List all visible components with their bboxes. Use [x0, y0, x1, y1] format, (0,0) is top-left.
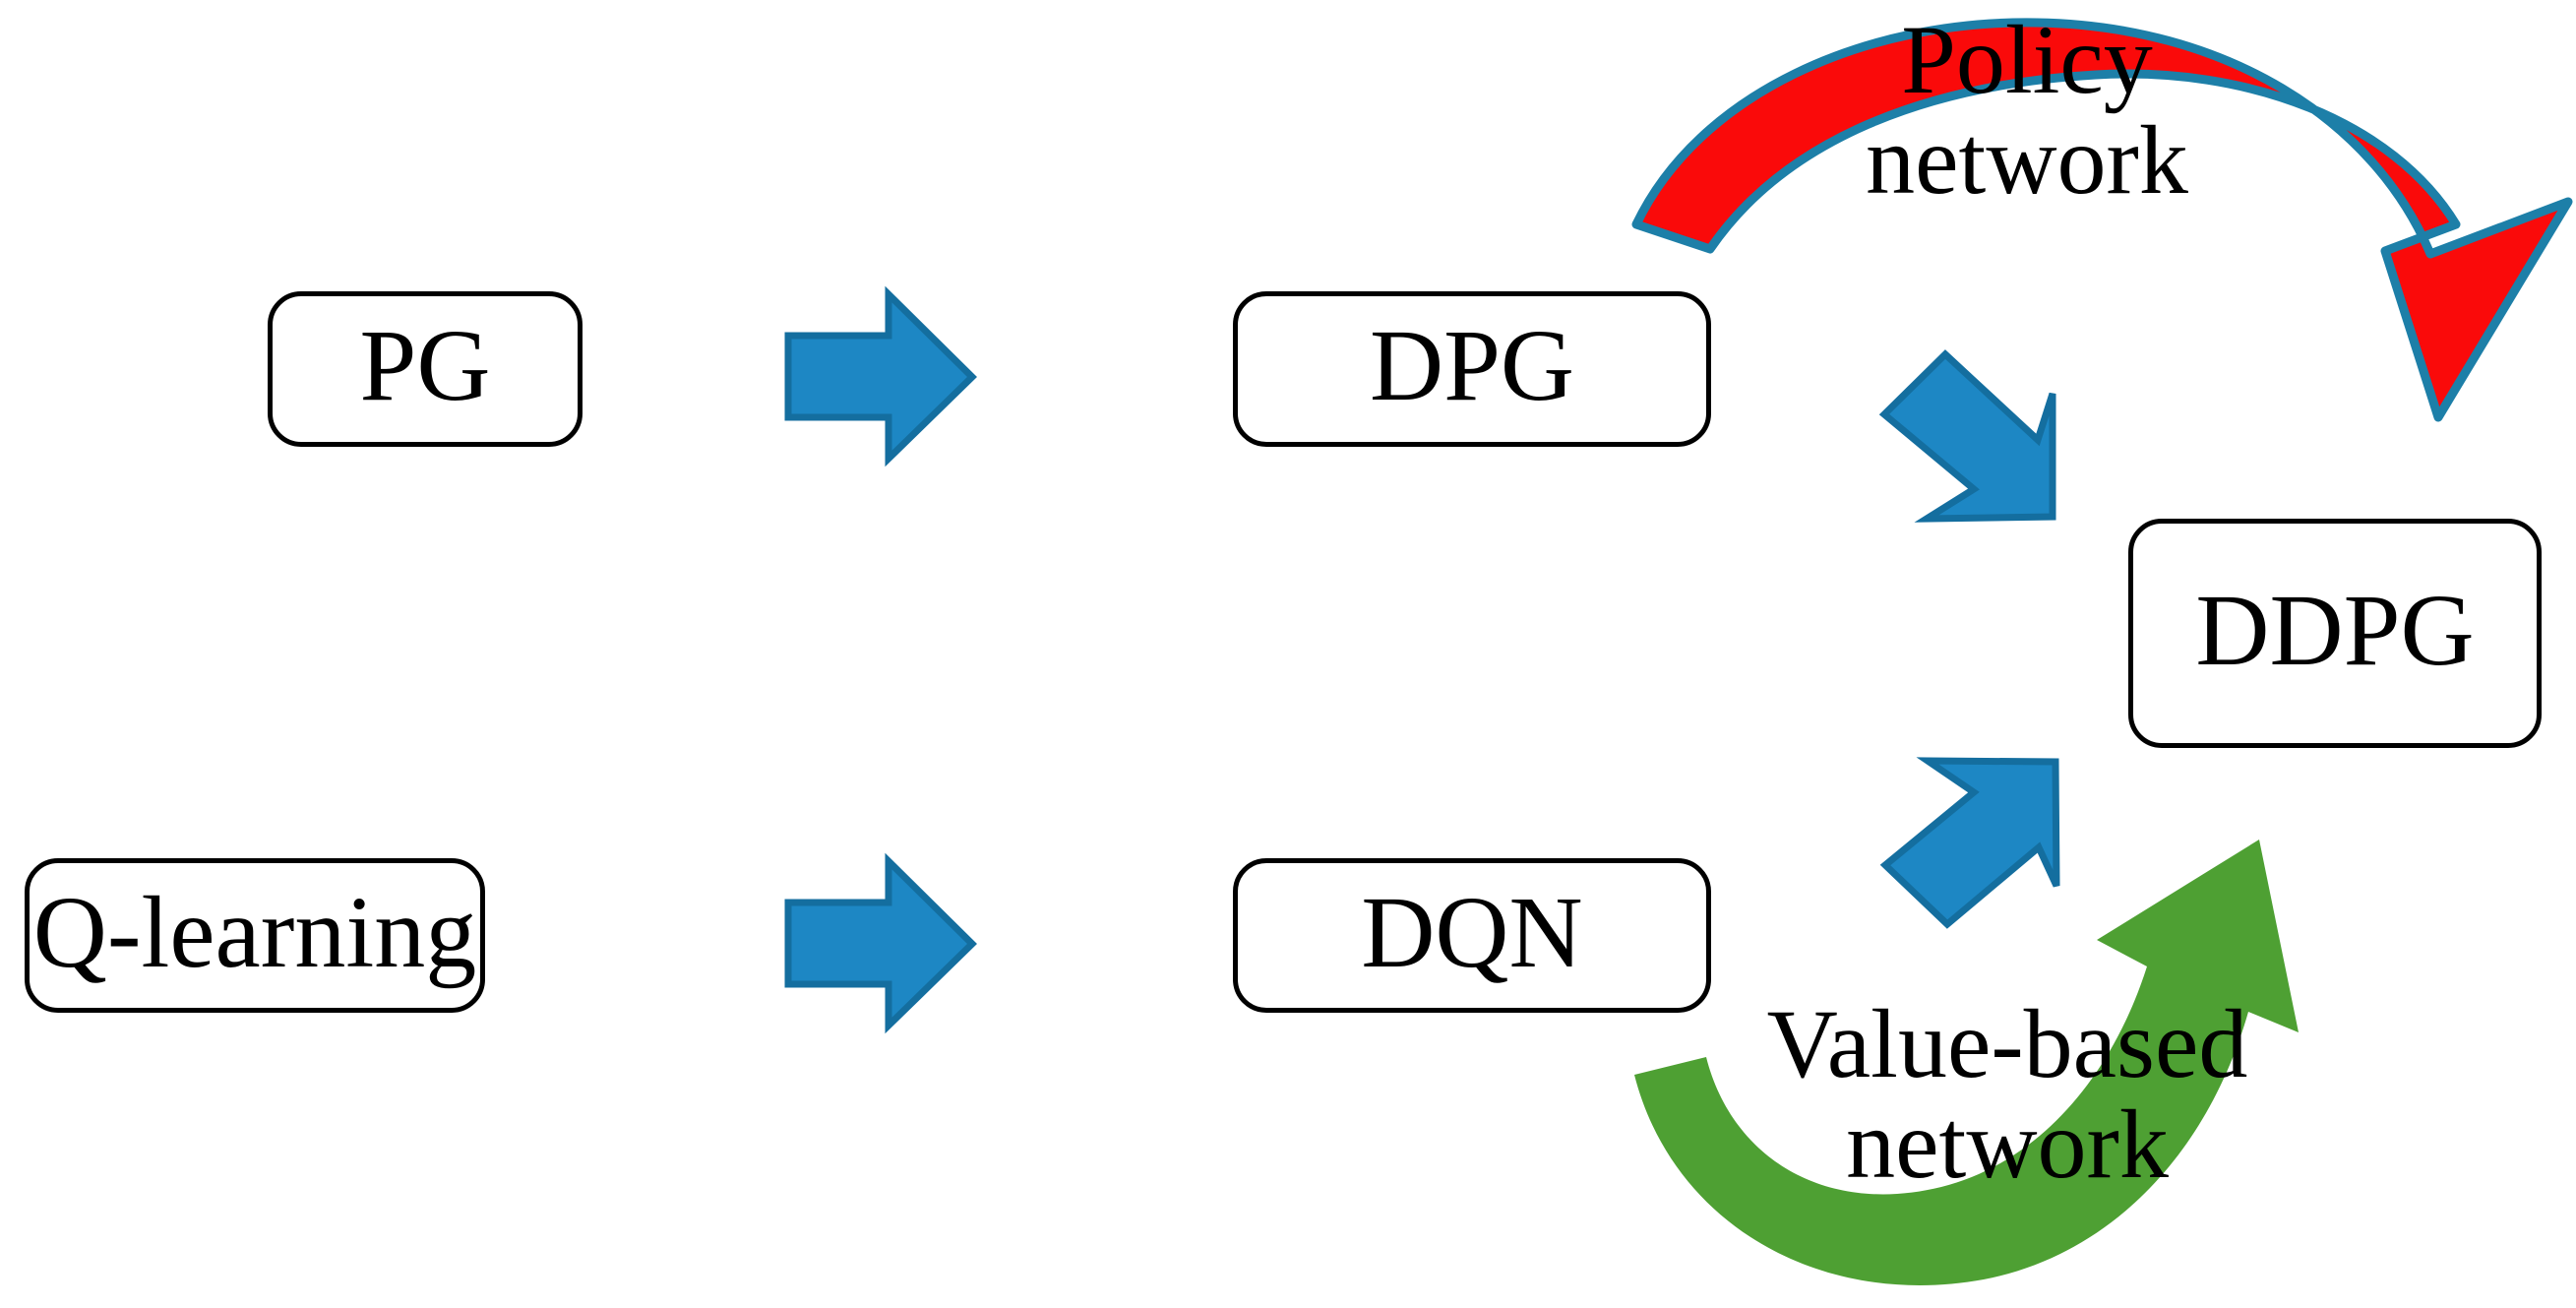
arrow-dpg-to-ddpg [1878, 349, 2056, 523]
arrow-pg-to-dpg [784, 285, 977, 467]
arrow-qlearning-to-dqn [784, 852, 977, 1034]
edge-label-policy-network: Policy network [1866, 5, 2188, 215]
node-ddpg[interactable]: DDPG [2128, 519, 2542, 748]
node-dqn-label: DQN [1361, 875, 1583, 989]
node-q-learning[interactable]: Q-learning [25, 858, 485, 1013]
node-dpg-label: DPG [1369, 309, 1575, 422]
node-pg[interactable]: PG [268, 291, 583, 447]
edge-label-value-based-network: Value-based network [1766, 989, 2248, 1199]
node-dpg[interactable]: DPG [1233, 291, 1711, 447]
node-dqn[interactable]: DQN [1233, 858, 1711, 1013]
arrow-dqn-to-ddpg [1879, 757, 2060, 929]
node-q-learning-label: Q-learning [32, 875, 477, 989]
node-pg-label: PG [359, 309, 491, 422]
node-ddpg-label: DDPG [2195, 573, 2475, 687]
